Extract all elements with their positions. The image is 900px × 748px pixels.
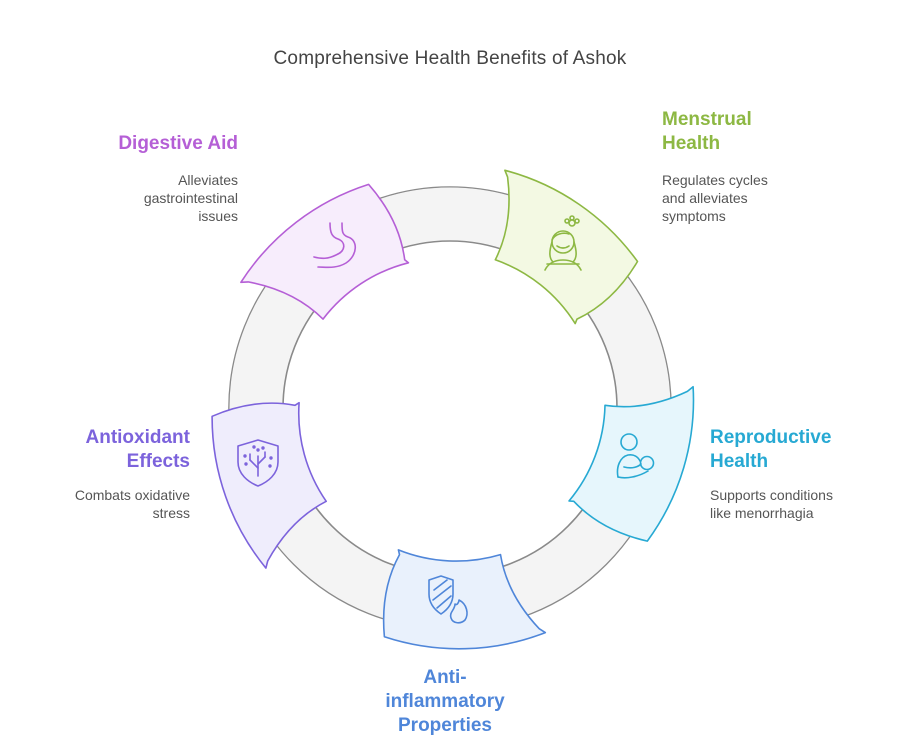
woman-flower-icon <box>544 215 582 271</box>
menstrual-health-description: Regulates cycles and alleviates symptoms <box>662 172 768 224</box>
segment-digestive <box>240 183 410 320</box>
segment-antiinflammatory <box>382 549 547 650</box>
segment-reproductive <box>568 385 695 542</box>
digestive-aid-description: Alleviates gastrointestinal issues <box>143 172 238 224</box>
antioxidant-effects-label: Antioxidant Effects <box>85 427 191 472</box>
anti-inflammatory-label: Anti-inflammatory Properties <box>385 667 505 736</box>
antioxidant-effects-description: Combats oxidative stress <box>74 487 190 521</box>
menstrual-health-label: Menstrual Health <box>662 109 752 154</box>
stomach-icon <box>313 222 357 269</box>
reproductive-health-label: Reproductive Health <box>710 427 832 472</box>
shield-tree-icon <box>237 439 279 487</box>
segment-antioxidant <box>211 401 327 569</box>
mother-baby-icon <box>616 433 655 479</box>
shield-flame-icon <box>428 575 468 624</box>
digestive-aid-label: Digestive Aid <box>118 133 238 154</box>
reproductive-health-description: Supports conditions like menorrhagia <box>710 487 833 521</box>
diagram-title: Comprehensive Health Benefits of Ashok <box>273 48 627 69</box>
